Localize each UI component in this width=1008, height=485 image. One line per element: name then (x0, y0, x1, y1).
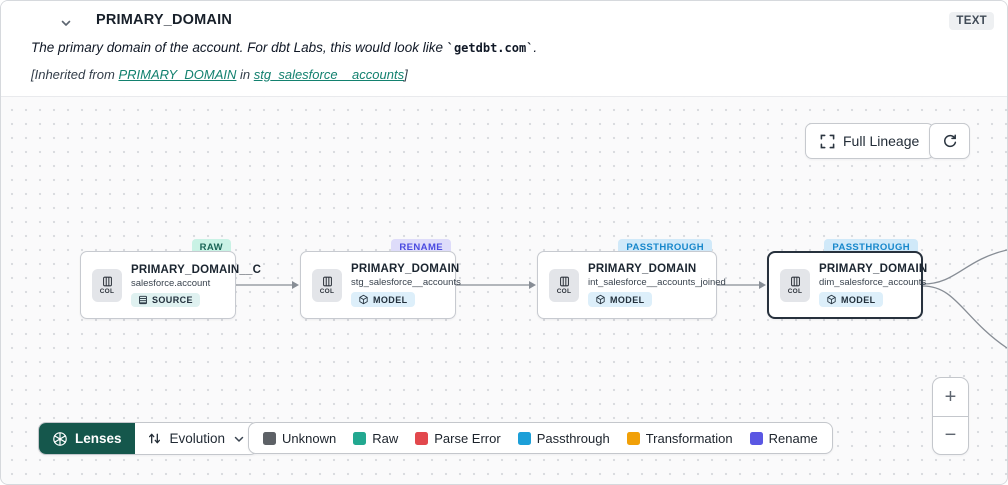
node-title: PRIMARY_DOMAIN__C (131, 263, 262, 276)
legend-item-unknown: Unknown (263, 431, 336, 446)
node-title: PRIMARY_DOMAIN (588, 263, 697, 275)
column-chip: COL (780, 268, 810, 302)
legend-item-raw: Raw (353, 431, 398, 446)
zoom-out-button[interactable]: − (933, 416, 968, 454)
column-chip: COL (312, 268, 342, 302)
legend-swatch (517, 431, 531, 445)
legend-swatch (353, 431, 367, 445)
full-lineage-label: Full Lineage (843, 133, 920, 149)
full-lineage-button[interactable]: Full Lineage (805, 123, 935, 159)
model-cube-icon (596, 294, 605, 305)
resource-label: MODEL (841, 294, 876, 305)
resource-badge: MODEL (351, 292, 415, 307)
lineage-node-int-salesforce-accounts-joined[interactable]: PASSTHROUGH COL PRIMARY_DOMAIN int_sales… (537, 239, 726, 319)
node-subtitle: salesforce.account (131, 277, 211, 289)
columns-icon (102, 276, 112, 286)
legend-item-parse-error: Parse Error (415, 430, 501, 446)
legend-swatch (626, 431, 640, 445)
lineage-node-salesforce-account[interactable]: RAW COL PRIMARY_DOMAIN__C salesforce.acc… (80, 239, 261, 319)
legend-label: Unknown (282, 430, 337, 446)
node-subtitle: int_salesforce__accounts_joined (588, 277, 726, 288)
refresh-button[interactable] (929, 123, 970, 159)
node-subtitle: stg_salesforce__accounts (351, 277, 461, 288)
legend-label: Raw (372, 430, 399, 446)
col-chip-label: COL (99, 287, 115, 295)
page-title: PRIMARY_DOMAIN (96, 12, 232, 28)
columns-icon (322, 276, 332, 286)
column-description: The primary domain of the account. For d… (31, 40, 537, 55)
legend-label: Passthrough (536, 430, 610, 446)
resource-badge: MODEL (588, 292, 652, 307)
legend-item-passthrough: Passthrough (517, 430, 610, 446)
lineage-node-dim-salesforce-accounts[interactable]: PASSTHROUGH COL PRIMARY_DOMAIN dim_sales… (767, 239, 927, 319)
legend-label: Parse Error (434, 430, 501, 446)
col-chip-label: COL (319, 287, 335, 295)
col-chip-label: COL (787, 287, 803, 295)
inherited-suffix: ] (404, 67, 408, 82)
legend-item-transformation: Transformation (626, 430, 733, 446)
swap-vertical-icon (147, 431, 162, 446)
chevron-down-icon (233, 433, 245, 445)
node-title: PRIMARY_DOMAIN (351, 263, 460, 275)
node-subtitle: dim_salesforce_accounts (819, 277, 927, 288)
model-cube-icon (359, 294, 368, 305)
inherited-model-link[interactable]: stg_salesforce__accounts (253, 67, 405, 82)
refresh-icon (942, 133, 958, 149)
description-code: `getdbt.com` (446, 41, 534, 55)
resource-label: MODEL (610, 294, 645, 305)
resource-badge: SOURCE (131, 292, 200, 307)
legend-swatch (415, 431, 429, 445)
legend-swatch (749, 431, 763, 445)
evolution-legend: Unknown Raw Parse Error Passthrough Tran… (248, 422, 833, 454)
zoom-controls: + − (932, 377, 969, 455)
description-period: . (533, 40, 538, 55)
column-type-badge: TEXT (949, 12, 994, 30)
lenses-label: Lenses (75, 431, 122, 446)
column-chip: COL (92, 268, 122, 302)
lenses-control-group: Lenses Evolution (38, 422, 259, 455)
lens-aperture-icon (52, 431, 68, 447)
legend-label: Rename (768, 430, 818, 446)
source-icon (139, 295, 147, 304)
col-chip-label: COL (556, 287, 572, 295)
collapse-chevron-icon[interactable] (58, 15, 74, 31)
columns-icon (559, 276, 569, 286)
evolution-label: Evolution (169, 431, 226, 446)
column-chip: COL (549, 268, 579, 302)
inherited-from-note: [Inherited from PRIMARY_DOMAIN in stg_sa… (31, 67, 408, 82)
legend-swatch (263, 431, 276, 445)
description-text: The primary domain of the account. For d… (31, 40, 447, 55)
legend-label: Transformation (645, 430, 733, 446)
columns-icon (790, 276, 800, 286)
zoom-in-button[interactable]: + (933, 378, 968, 416)
evolution-lens-dropdown[interactable]: Evolution (134, 423, 258, 454)
resource-label: MODEL (373, 294, 408, 305)
expand-corners-icon (820, 134, 835, 149)
resource-label: SOURCE (152, 294, 193, 305)
resource-badge: MODEL (819, 292, 883, 307)
model-cube-icon (827, 294, 836, 305)
inherited-prefix: [Inherited from (31, 67, 119, 82)
inherited-column-link[interactable]: PRIMARY_DOMAIN (118, 67, 237, 82)
legend-item-rename: Rename (749, 430, 818, 446)
lineage-canvas[interactable]: Full Lineage RAW COL PRIMARY_DOMAIN__C s… (1, 96, 1007, 484)
lineage-node-stg-salesforce-accounts[interactable]: RENAME COL PRIMARY_DOMAIN stg_salesforce… (300, 239, 461, 319)
lenses-button[interactable]: Lenses (39, 423, 135, 454)
column-header: PRIMARY_DOMAIN TEXT The primary domain o… (1, 1, 1007, 96)
node-title: PRIMARY_DOMAIN (819, 263, 928, 275)
inherited-middle: in (236, 67, 254, 82)
